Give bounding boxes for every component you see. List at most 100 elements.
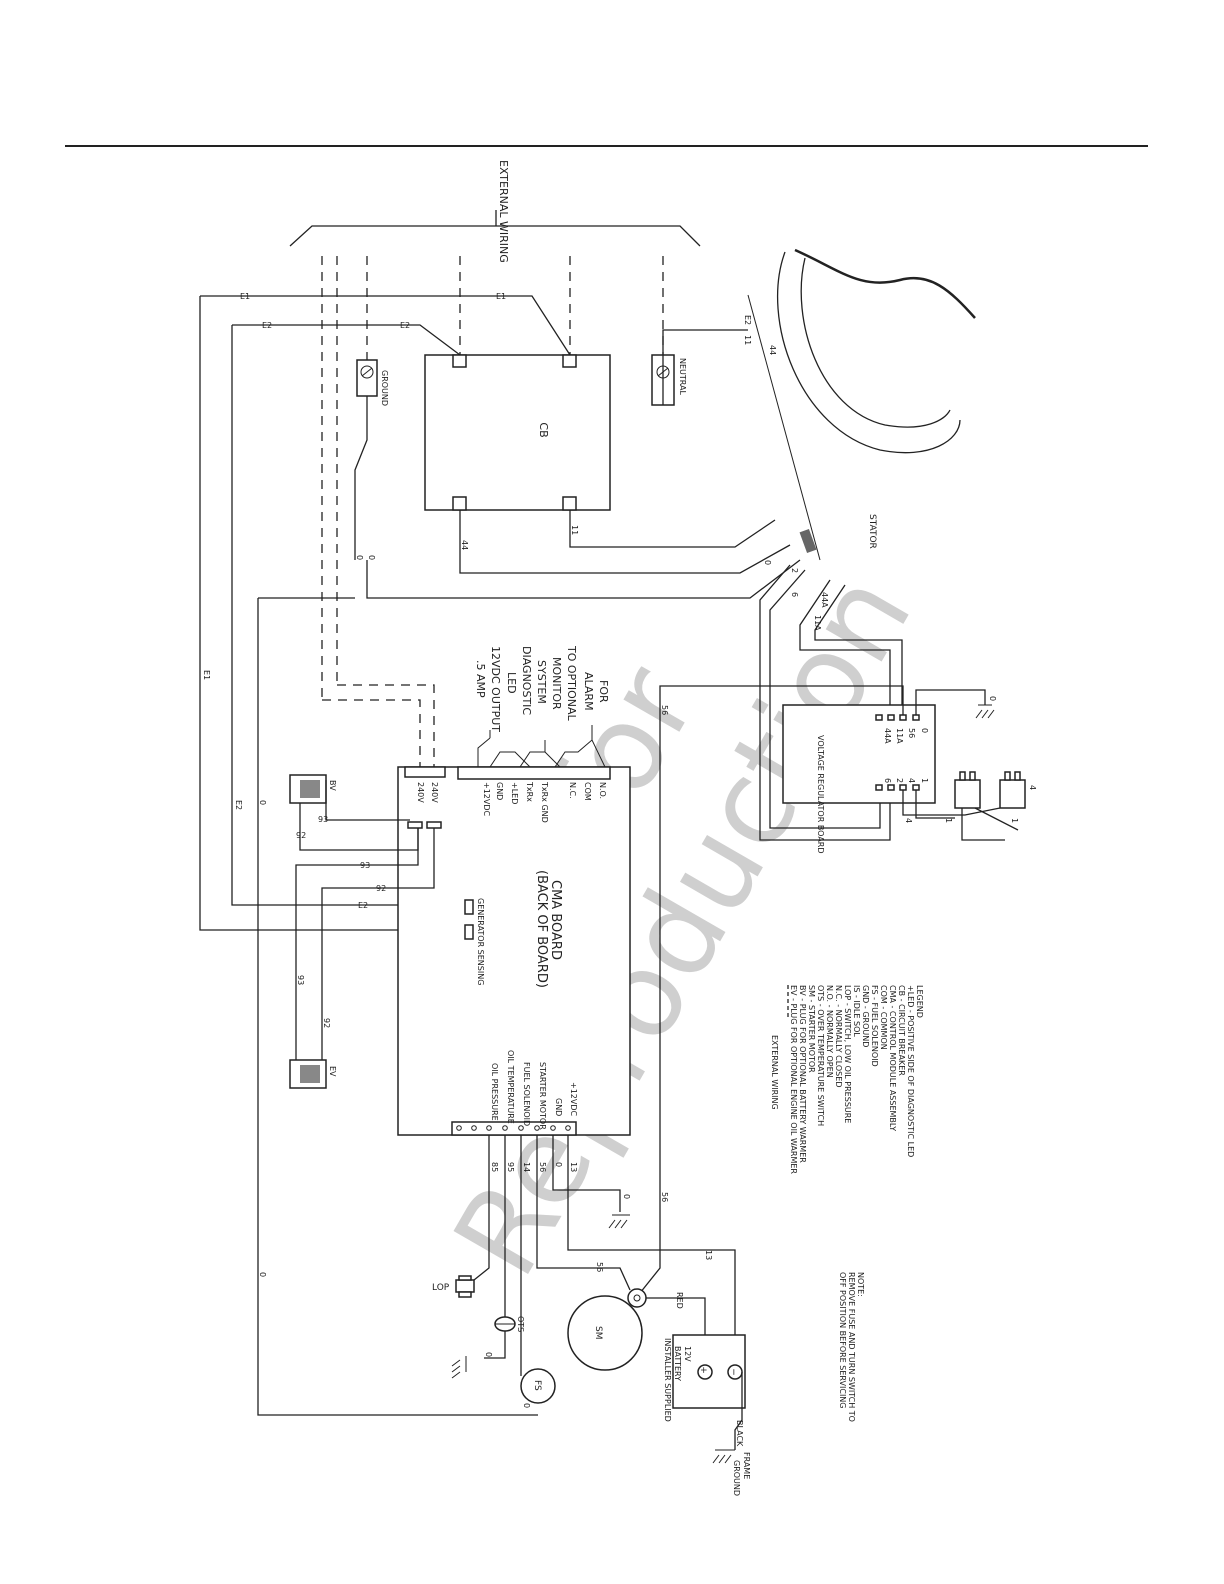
ground-lug: GROUND [354, 359, 389, 560]
wire-label: GND [554, 1098, 563, 1116]
wire-label: 44 [768, 345, 777, 355]
wire-label: 0 [988, 696, 997, 701]
legend-item-12: BV - PLUG FOR OPTIONAL BATTERY WARMER [798, 985, 807, 1163]
wire-label: 1 [1010, 818, 1019, 823]
wire-label: 44A [883, 728, 892, 744]
wire-label: 44 [460, 540, 469, 550]
ots-switch: OTS [494, 1316, 525, 1332]
wire-label: 92 [296, 831, 306, 840]
wire-label: 11 [743, 335, 752, 345]
wire-label: 56 [660, 705, 669, 715]
wire-label: 11A [813, 615, 822, 631]
legend-item-2: CMA - CONTROL MODULE ASSEMBLY [888, 985, 897, 1131]
wire-label: E1 [496, 292, 506, 301]
red-label: RED [675, 1292, 684, 1309]
wire-label: 93 [318, 815, 328, 824]
legend-item-13: EV - PLUG FOR OPTIONAL ENGINE OIL WARMER [789, 985, 798, 1174]
wire-label: 1 [944, 818, 953, 823]
vr-pins-bottom: 1 4 2 6 [875, 778, 929, 791]
wire-label: +LED [510, 782, 519, 804]
wire-label: N.O. [598, 782, 607, 799]
note-line-1: REMOVE FUSE AND TURN SWITCH TO [847, 1272, 856, 1422]
wire-label: 56 [595, 1262, 604, 1272]
cma-bottom-labels: +12VDC GND STARTER MOTOR FUEL SOLENOID O… [490, 1050, 578, 1130]
wire-label: TxRx GND [540, 781, 549, 823]
sm-label: SM [593, 1326, 603, 1339]
wire-label: E2 [358, 901, 368, 910]
wire-label: E1 [202, 670, 211, 680]
wire-label: TxRx [525, 781, 534, 802]
wire-label: 0 [522, 1403, 531, 1408]
cb-label: CB [537, 422, 550, 437]
cma-top-terminals [404, 766, 611, 780]
cma-bottom-terminals [451, 1121, 577, 1136]
stator-label: STATOR [867, 514, 877, 549]
wire-label: 2 [895, 778, 904, 783]
wire-label: MONITOR [550, 657, 563, 710]
legend-item-3: COM - COMMON [879, 985, 888, 1050]
wire-label: 56 [907, 728, 916, 738]
neutral-lug: NEUTRAL [651, 329, 748, 406]
fs-label: FS [532, 1380, 542, 1391]
wire-label: N.C. [568, 782, 577, 799]
legend-item-7: LOP - SWITCH, LOW OIL PRESSURE [843, 985, 852, 1123]
legend: LEGEND +LED - POSITIVE SIDE OF DIAGNOSTI… [770, 985, 924, 1174]
wire-label: 6 [883, 778, 892, 783]
voltage-regulator-board: VOLTAGE REGULATOR BOARD 0 56 11A 44A 1 4… [659, 685, 997, 1202]
battery-label: BATTERY [673, 1346, 682, 1381]
legend-item-11: SM - STARTER MOTOR [807, 985, 816, 1073]
wire-label: 1 [920, 778, 929, 783]
wire-label: 13 [704, 1250, 713, 1260]
legend-item-6: IS - IDLE SOL [852, 985, 861, 1037]
wire-label: 12VDC OUTPUT [489, 646, 502, 732]
wire-label: 0 [622, 1194, 631, 1199]
circuit-breaker: CB [424, 354, 611, 511]
generator-sensing: GENERATOR SENSING [464, 898, 485, 985]
starter-motor: SM RED [567, 1288, 706, 1371]
cb-stator-wires: 44 11 0 0 E2 11 44 0 [257, 315, 801, 1416]
wire-label: E2 [400, 321, 410, 330]
wire-label: 0 [920, 728, 929, 733]
cma-board-label: CMA BOARD [548, 880, 563, 960]
wire-label: +12VDC [569, 1082, 578, 1117]
monitor-text: FOR ALARM TO OPTIONAL MONITOR SYSTEM DIA… [474, 645, 610, 732]
battery-12v: 12V [683, 1346, 692, 1362]
e1-e2-wires: E1 E1 E2 E2 E1 E2 E2 [199, 292, 571, 931]
wire-label: OIL TEMPERATURE [506, 1050, 515, 1124]
wire-label: E2 [262, 321, 272, 330]
wire-label: TO OPTIONAL [565, 645, 578, 722]
bv-label: BV [328, 780, 337, 791]
legend-title: LEGEND [915, 985, 924, 1018]
cma-bottom-wire-labels: 13 0 56 14 95 85 [490, 1162, 578, 1172]
wire-label: 13 [569, 1162, 578, 1172]
frame-ground-1: FRAME [742, 1452, 751, 1479]
wire-label: 0 [258, 1272, 267, 1277]
neutral-label: NEUTRAL [678, 358, 687, 395]
bv-ev-connectors: BV EV 93 92 93 92 93 92 0 0 [258, 774, 435, 1277]
ots-label: OTS [516, 1316, 525, 1332]
service-note: NOTE: REMOVE FUSE AND TURN SWITCH TO OFF… [838, 1272, 865, 1422]
wire-label: FUEL SOLENOID [522, 1062, 531, 1126]
stator: STATOR 2 6 44A 11A [747, 248, 976, 841]
wire-label: 93 [360, 861, 370, 870]
wire-label: 0 [484, 1352, 493, 1357]
wire-label: 92 [322, 1018, 331, 1028]
wire-label: 95 [506, 1162, 515, 1172]
external-wiring-bracket: EXTERNAL WIRING [289, 160, 701, 263]
cma-top-labels: 240V 240V +12VDC GND +LED TxRx TxRx GND … [416, 781, 607, 823]
wire-label: 2 [790, 568, 799, 573]
wire-label: 11 [570, 525, 579, 535]
wire-label: E2 [234, 800, 243, 810]
fuel-solenoid: FS 0 [520, 1368, 556, 1408]
wire-label: 56 [538, 1162, 547, 1172]
vr-plugs: 1 4 1 4 [902, 771, 1037, 841]
wire-label: 0 [763, 560, 772, 565]
wire-label: − [728, 1368, 738, 1376]
frame-ground-2: GROUND [732, 1460, 741, 1496]
wire-label: +12VDC [482, 782, 491, 817]
cma-board-sub: (BACK OF BOARD) [534, 870, 549, 988]
legend-item-4: FS - FUEL SOLENOID [870, 985, 879, 1067]
legend-item-9: N.O. - NORMALLY OPEN [825, 985, 834, 1078]
legend-item-8: N.C. - NORMALLY CLOSED [834, 985, 843, 1087]
